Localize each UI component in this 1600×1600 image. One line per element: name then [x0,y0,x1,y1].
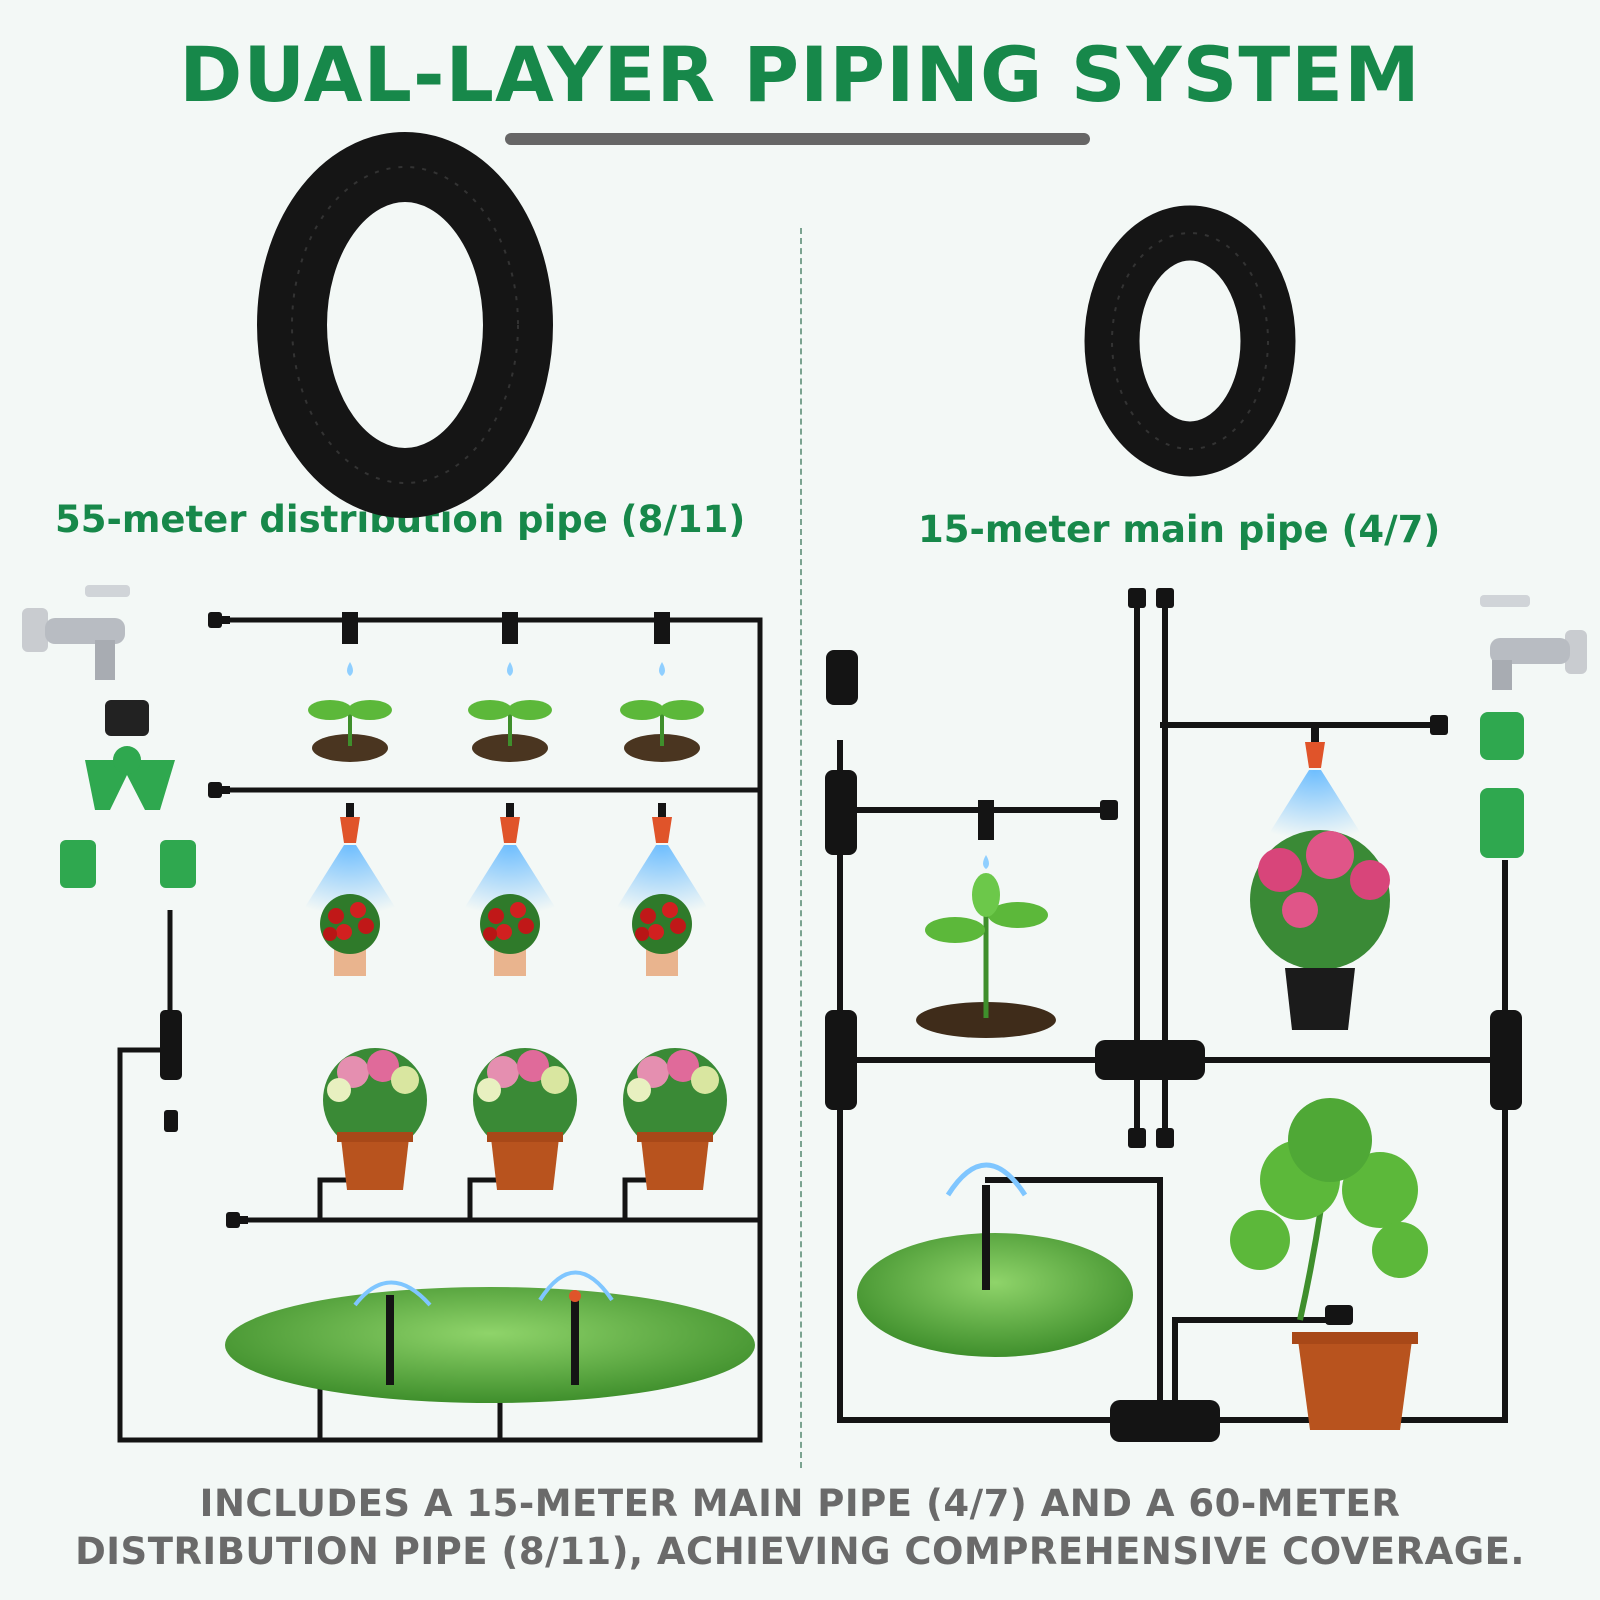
drip-row-seedlings [208,612,706,764]
mist-row-flowers [208,782,712,976]
hose-connector-icon [1480,712,1524,760]
left-faucet-icon [22,585,130,680]
tee-connector-icon [1110,1400,1220,1442]
right-mist-hydrangea [1250,728,1390,1030]
tee-connector-icon [825,1010,857,1110]
right-end-cap-icon [826,650,858,705]
inline-connector-icon [160,1010,182,1080]
distribution-pipe-coil-icon [257,132,553,518]
right-pipe-label: 15-meter main pipe (4/7) [918,508,1441,551]
right-drip-seedling [916,800,1056,1038]
center-divider [800,228,802,1468]
footer-caption: INCLUDES A 15-METER MAIN PIPE (4/7) AND … [0,1480,1600,1576]
main-pipe-coil-icon [1084,205,1296,477]
end-plug-icon [164,1110,178,1132]
title-underline [505,133,1090,145]
footer-line-2: DISTRIBUTION PIPE (8/11), ACHIEVING COMP… [75,1530,1525,1573]
footer-line-1: INCLUDES A 15-METER MAIN PIPE (4/7) AND … [199,1482,1401,1525]
right-potted-tomato-plant [1230,1098,1428,1430]
potted-hydrangea-row [226,1048,727,1228]
page-title: DUAL-LAYER PIPING SYSTEM [179,30,1421,119]
tee-connector-icon [1490,1010,1522,1110]
hose-connector-icon [1480,788,1524,858]
right-lawn-sprinkler [857,1162,1133,1357]
cross-connector-icon [1095,1040,1205,1080]
right-end-plugs [1100,588,1448,1148]
tee-connector-icon [825,770,857,855]
left-lawn-sprinklers [225,1270,755,1403]
right-faucet-icon [1480,595,1587,690]
y-splitter-icon [60,700,196,888]
